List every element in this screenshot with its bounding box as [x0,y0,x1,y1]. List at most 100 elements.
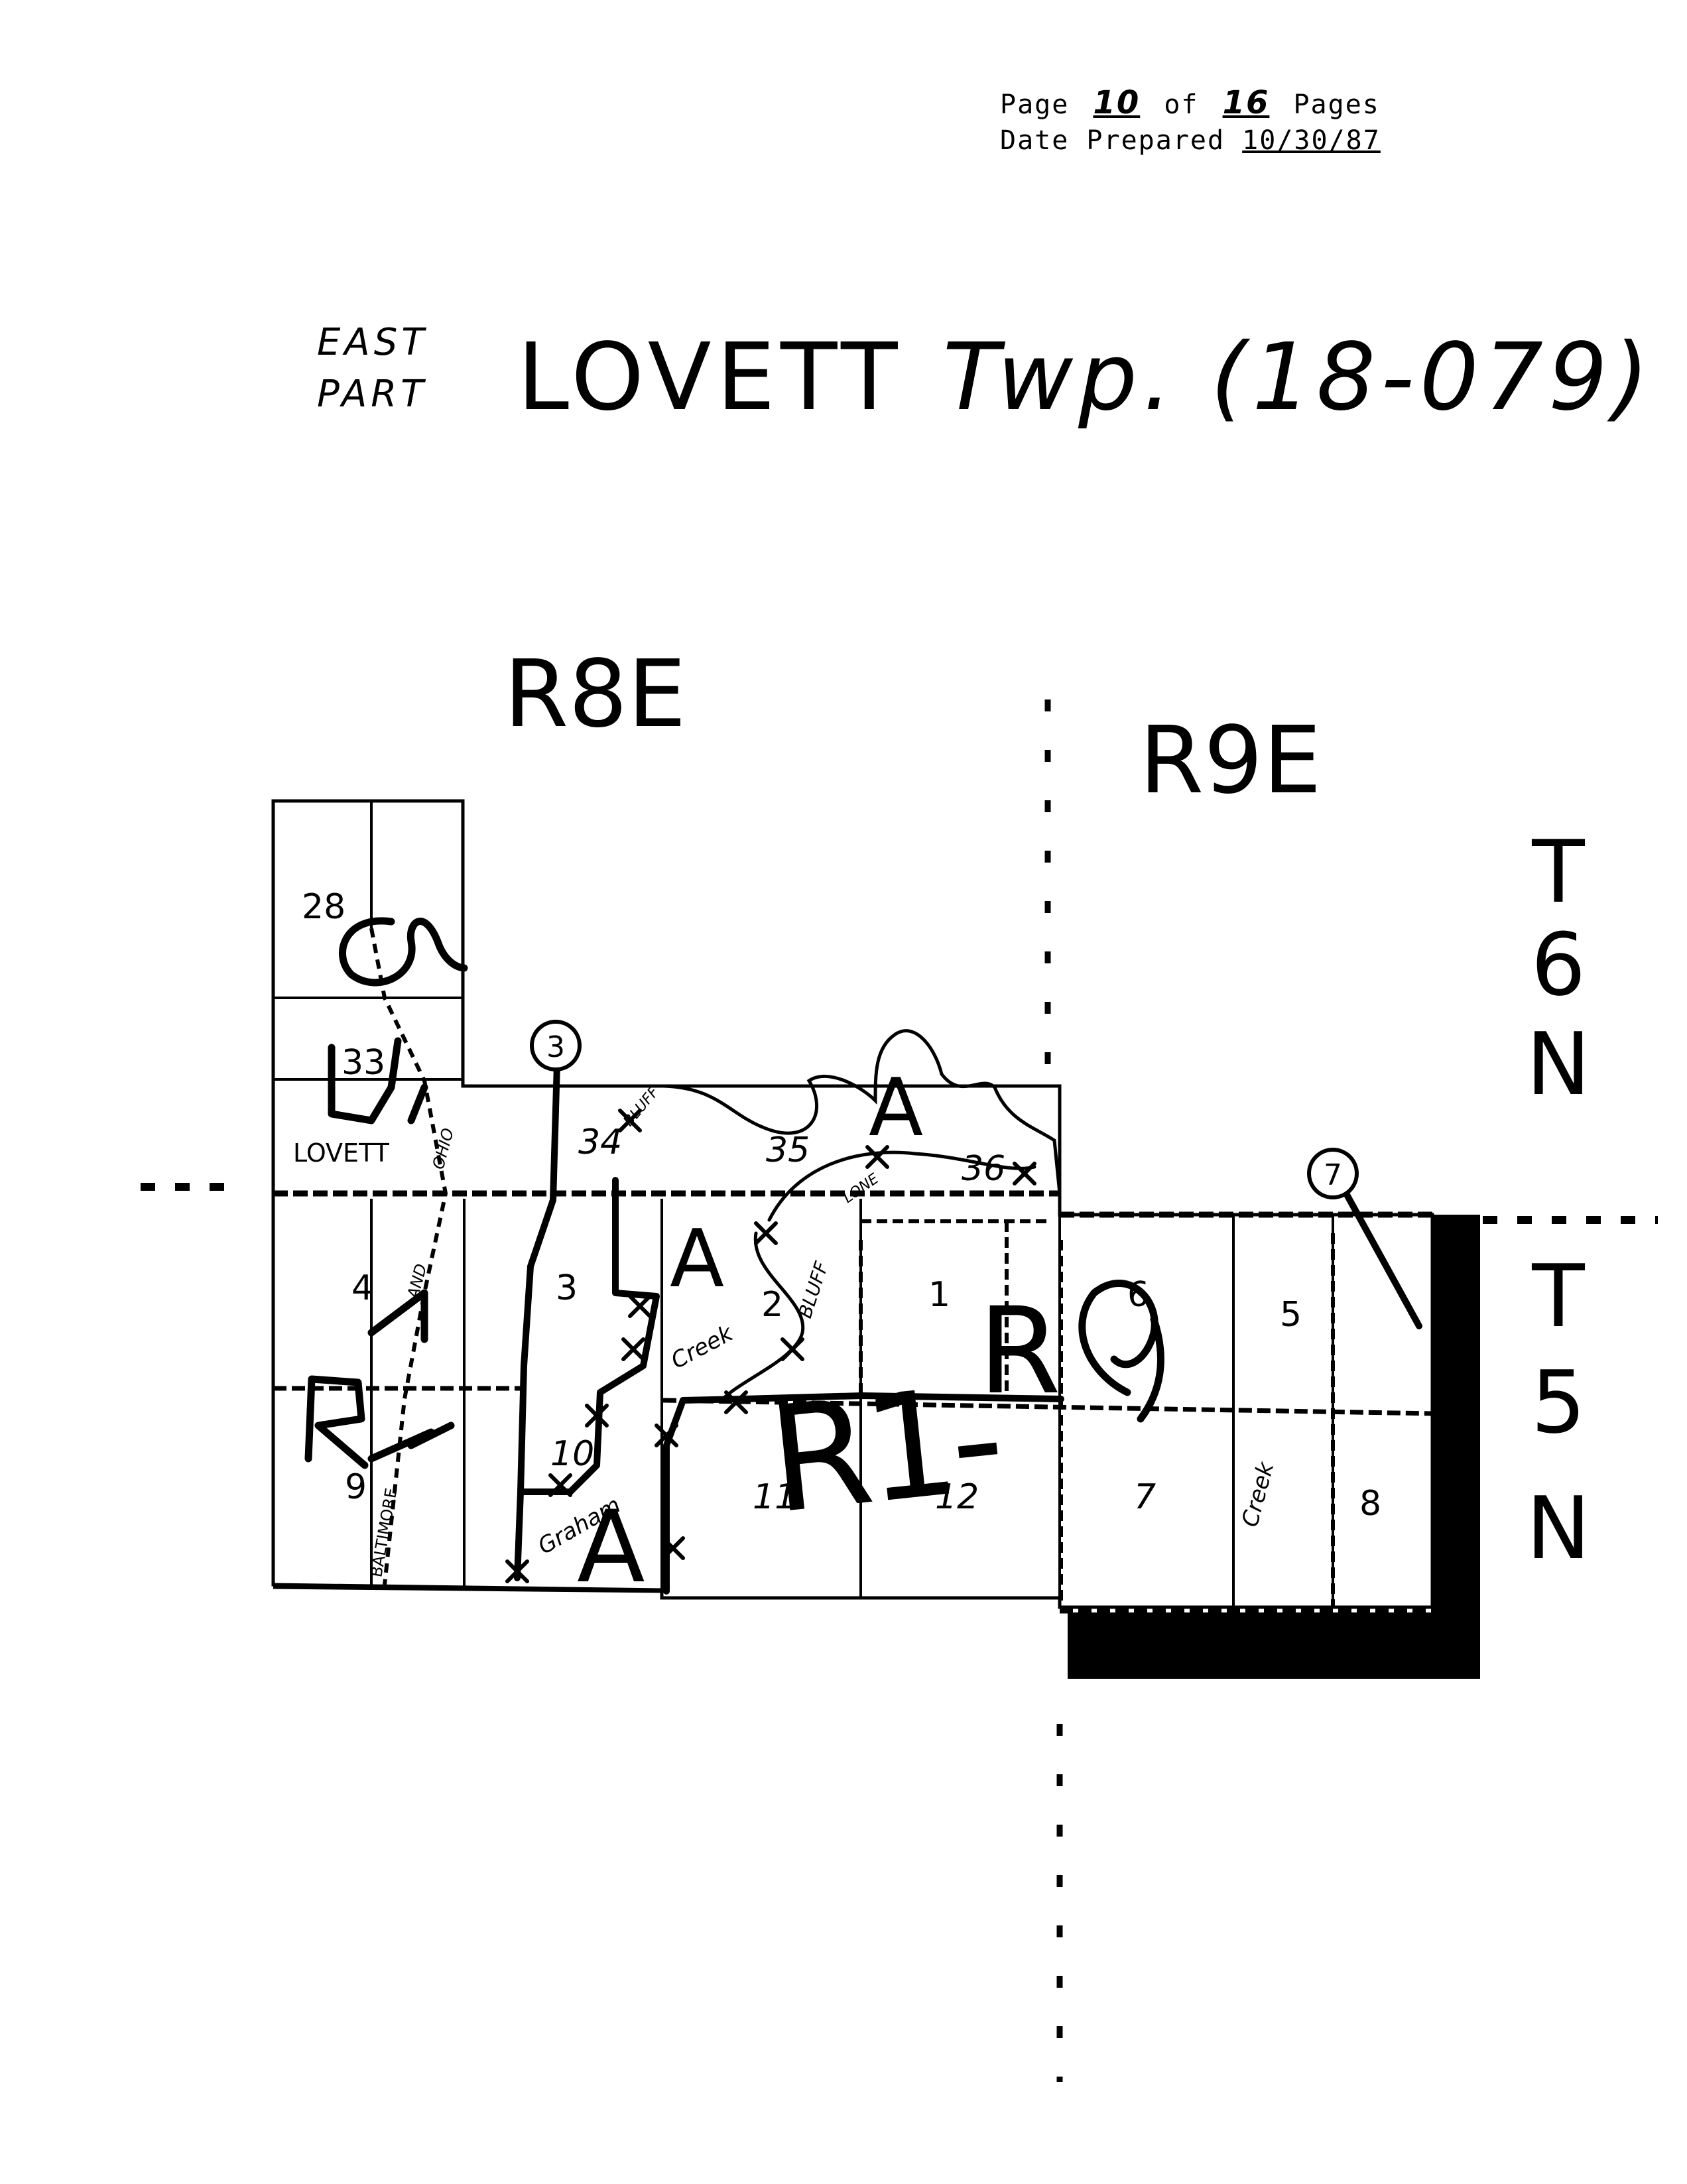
t6n-t: T [1531,821,1585,922]
title-part: PART [317,373,428,416]
total-pages: 16 [1222,84,1270,121]
section-35: 35 [766,1130,810,1170]
section-36: 36 [962,1149,1005,1189]
range-r8e-label: R8E [504,640,686,749]
range-r9e-label: R9E [1139,707,1322,815]
x-mark [621,1337,645,1361]
t5n-5: 5 [1531,1352,1586,1453]
zone-r1-south: R1- [762,1353,1005,1546]
x-mark [628,1294,652,1318]
of-label: of [1164,90,1199,120]
zoning-labels: A A A R1- R [577,1062,1061,1605]
mid-row-line [273,1386,1433,1416]
township-code: (18-079) [1210,324,1655,432]
x-mark [661,1536,685,1560]
zoning-boundaries [514,1061,1422,1595]
title-east-part: EAST PART [317,317,428,420]
route-7-label: 7 [1324,1158,1342,1192]
zone-a-center: A [670,1213,724,1305]
north-block-lines [273,801,463,1081]
section-8: 8 [1359,1484,1381,1524]
lone-bluff-road [767,1150,1036,1222]
x-mark [781,1337,804,1361]
zoning-r1-marks [304,1037,455,1469]
t5n-t: T [1531,1246,1585,1347]
title-east: EAST [317,321,428,364]
date-label: Date Prepared [1000,125,1225,156]
t6n-n: N [1526,1014,1590,1115]
section-33: 33 [342,1043,385,1083]
zone-boundary-west-a [517,1177,660,1495]
r9-mark-north [339,917,468,987]
x-mark [548,1473,572,1497]
x-mark [754,1221,778,1245]
section-4: 4 [351,1268,373,1308]
place-creek-east: Creek [1237,1459,1280,1530]
x-mark [724,1390,748,1414]
page-number: 10 [1093,84,1141,121]
section-11: 11 [753,1477,796,1517]
township-t6n-label: T 6 N [1526,821,1590,1115]
place-bluff-south: BLUFF [794,1258,833,1321]
east-boundary-bar [1432,1215,1480,1679]
section-3: 3 [556,1268,578,1308]
t5n-n: N [1526,1478,1590,1579]
route-7-circle [1307,1148,1359,1199]
place-lovett: LOVETT [293,1138,390,1168]
page-count-line: Page 10 of 16 Pages [1000,85,1381,123]
zone-boundary-east-a [663,1392,1064,1595]
pages-label: Pages [1293,90,1380,120]
south-boundary-bar [1068,1612,1439,1679]
section-1-roads [859,1219,1335,1607]
x-mark [618,1109,642,1132]
section-numbers: 28 33 34 35 36 4 3 2 1 6 5 9 10 11 12 7 … [302,887,1381,1524]
section-12: 12 [935,1477,979,1517]
section-34: 34 [578,1122,622,1162]
section-9: 9 [345,1467,367,1507]
section-5: 5 [1280,1295,1302,1335]
x-mark [505,1559,529,1583]
date-value: 10/30/87 [1242,125,1381,156]
zoning-r9-marks [339,917,1164,1423]
section-10: 10 [550,1434,594,1474]
route-7-line [1343,1190,1422,1329]
r9-mark-south [1078,1280,1164,1423]
route-marker-7: 7 [1307,1148,1359,1199]
section-2: 2 [761,1285,783,1325]
township-t5n-label: T 5 N [1526,1246,1590,1579]
range-line [1044,699,1063,2082]
section-7: 7 [1134,1477,1156,1517]
township-name: LOVETT [517,324,903,432]
township-line [273,1190,1432,1218]
x-mark [585,1404,609,1427]
route-marker-3: 3 [530,1020,582,1071]
map-title: LOVETT Twp. (18-079) [517,324,1655,432]
boundary-x-marks [505,1109,1036,1583]
page-label: Page [1000,90,1070,120]
x-mark [1013,1162,1036,1185]
graham-creek-bank [721,1231,805,1401]
south-block-lines [273,1585,662,1593]
x-mark [655,1424,678,1447]
zone-a-south: A [577,1490,645,1605]
date-line: Date Prepared 10/30/87 [1000,123,1381,158]
section-28: 28 [302,887,345,927]
township-abbrev: Twp. [942,324,1178,432]
r1-mark-33 [328,1037,428,1124]
t6n-6: 6 [1531,914,1586,1015]
zone-r-east: R [978,1282,1061,1421]
page-header: Page 10 of 16 Pages Date Prepared 10/30/… [1000,85,1381,158]
route-3-circle [530,1020,582,1071]
x-mark [865,1145,889,1169]
place-creek-west: Creek [666,1319,738,1374]
route-3-line [514,1061,560,1581]
section-6: 6 [1127,1275,1149,1315]
railroad-line [369,928,448,1585]
zone-a-north-outline [463,1029,1062,1194]
place-bluff-north: BLUFF [620,1084,662,1130]
route-3-label: 3 [546,1030,565,1064]
section-1: 1 [928,1275,950,1315]
zone-a-north: A [869,1062,923,1154]
r1-mark-west [304,1289,455,1469]
